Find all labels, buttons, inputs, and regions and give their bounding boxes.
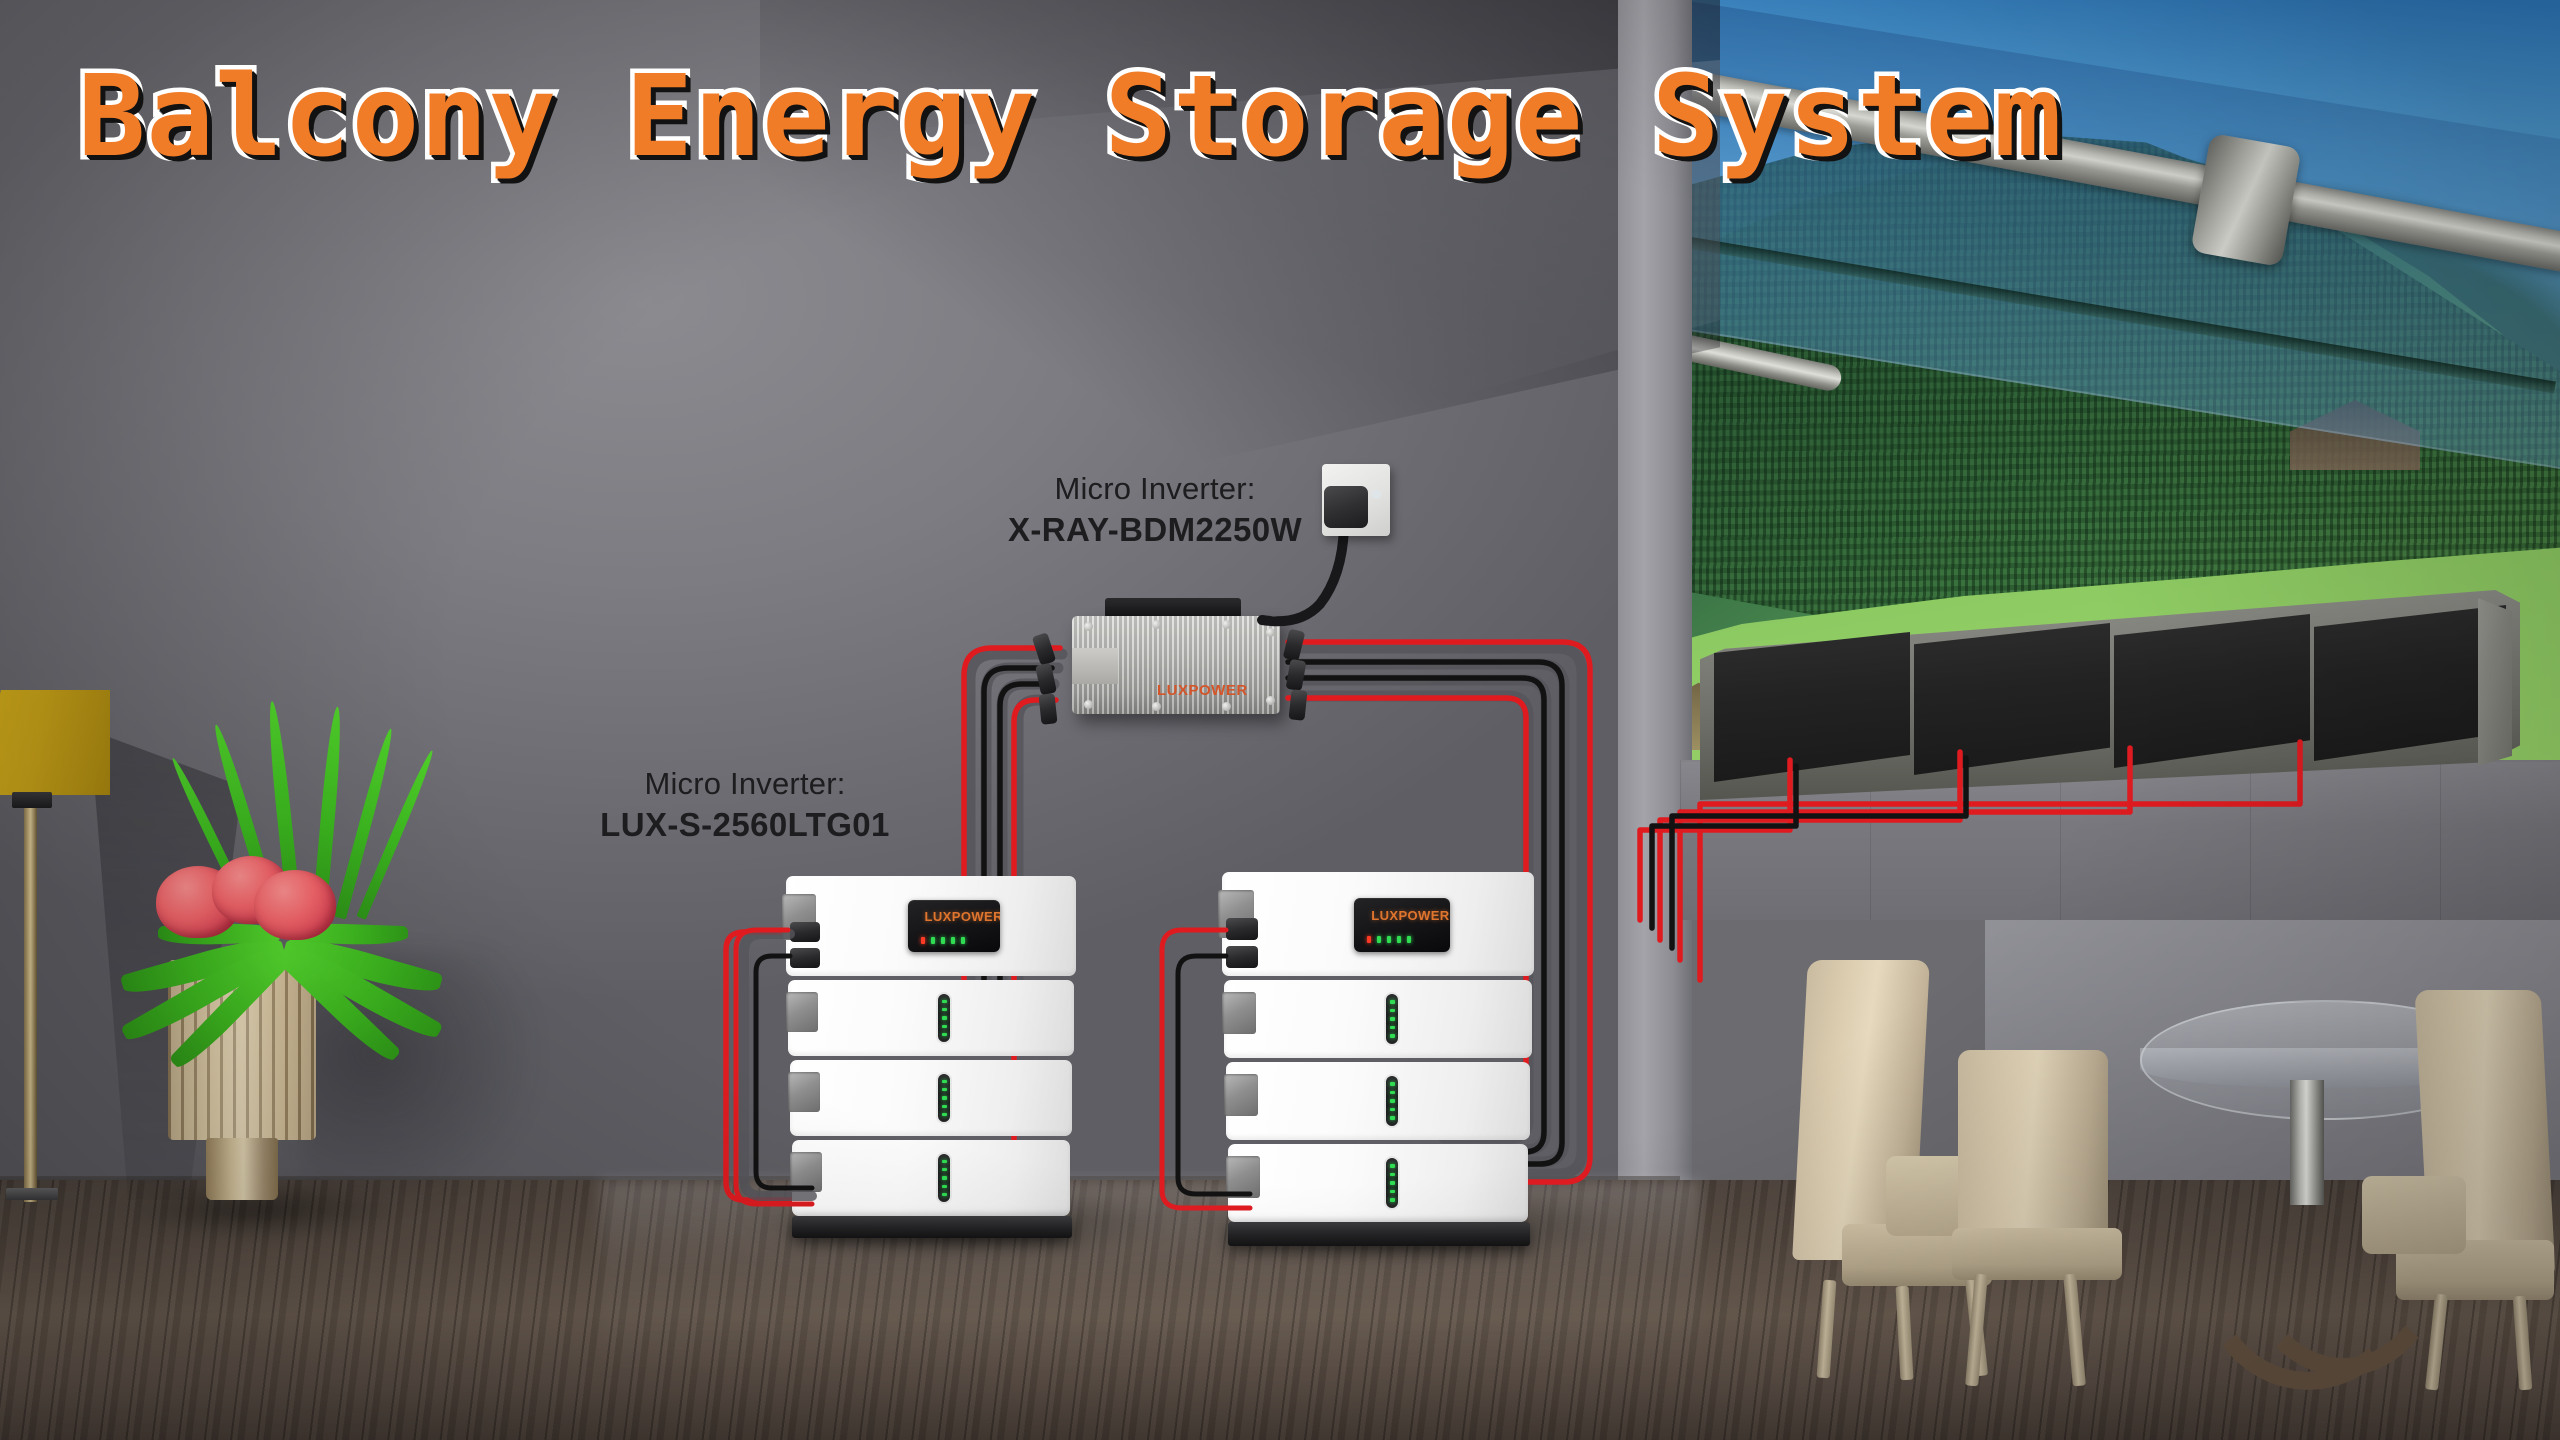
stack-left-battery-3[interactable] [790, 1140, 1070, 1216]
mc4-connector [1226, 918, 1258, 940]
callout-micro-inverter-top: Micro Inverter: X-RAY-BDM2250W [990, 470, 1320, 550]
display-led-row [1367, 936, 1412, 944]
callout-micro-inverter-left: Micro Inverter: LUX-S-2560LTG01 [575, 765, 915, 845]
chair-right[interactable] [2362, 990, 2560, 1391]
battery-led-strip [1384, 1074, 1400, 1128]
screw-icon [1222, 702, 1231, 711]
flower [254, 870, 336, 940]
screw-icon [1084, 700, 1093, 709]
battery-led-strip [1384, 992, 1400, 1046]
mc4-connector [1226, 946, 1258, 968]
led-green [940, 936, 945, 944]
led-green [950, 936, 955, 944]
screw-icon [1152, 702, 1161, 711]
lamp-shade [0, 690, 110, 795]
stack-right-base [1228, 1222, 1530, 1246]
stack-left-display: LUXPOWER [908, 900, 1000, 952]
solar-panel-array [1700, 590, 2520, 820]
battery-led-strip [936, 1152, 952, 1204]
display-logo: LUXPOWER [924, 909, 1000, 925]
micro-inverter-bracket [1105, 598, 1241, 618]
led-green [1387, 936, 1392, 944]
stack-right-battery-3[interactable] [1226, 1144, 1528, 1222]
lamp-cap [12, 792, 52, 808]
battery-led-strip [936, 992, 952, 1044]
stack-left-battery-1[interactable] [786, 980, 1074, 1056]
lamp-foot [6, 1188, 58, 1200]
led-green [960, 936, 965, 944]
screw-icon [1266, 628, 1275, 637]
micro-inverter-logo: LUXPOWER [1157, 682, 1248, 699]
stack-left-base [792, 1216, 1072, 1238]
led-red [920, 936, 925, 944]
callout-line-1: Micro Inverter: [1054, 471, 1256, 506]
socket-indicator [1372, 490, 1381, 499]
page-title: Balcony Energy Storage System [74, 48, 2066, 187]
socket-plug[interactable] [1324, 486, 1368, 528]
mc4-connector [1038, 693, 1058, 725]
mc4-connector [790, 948, 820, 968]
battery-stack-right[interactable]: LUXPOWER [1218, 872, 1542, 1246]
battery-stack-left[interactable]: LUXPOWER [782, 876, 1086, 1238]
led-green [1377, 936, 1382, 944]
mc4-connector [1288, 689, 1308, 721]
led-green [1397, 936, 1402, 944]
stack-right-battery-1[interactable] [1222, 980, 1532, 1058]
planter-neck [206, 1138, 278, 1200]
led-red [1367, 936, 1372, 944]
battery-led-strip [1384, 1156, 1400, 1210]
display-logo: LUXPOWER [1371, 907, 1450, 923]
lamp-pole [24, 806, 37, 1202]
solar-panel-4 [2314, 605, 2506, 761]
screw-icon [1266, 696, 1275, 705]
callout-line-2: X-RAY-BDM2250W [1007, 510, 1303, 548]
micro-inverter-plate [1072, 648, 1118, 684]
stack-right-inverter-module[interactable]: LUXPOWER [1218, 872, 1534, 976]
stack-left-battery-2[interactable] [788, 1060, 1072, 1136]
screw-icon [1222, 620, 1231, 629]
led-green [930, 936, 935, 944]
mc4-connector [790, 922, 820, 942]
led-green [1407, 936, 1412, 944]
callout-line-2: LUX-S-2560LTG01 [600, 805, 890, 843]
stack-right-battery-2[interactable] [1224, 1062, 1530, 1140]
battery-led-strip [936, 1072, 952, 1124]
stack-left-inverter-module[interactable]: LUXPOWER [782, 876, 1076, 976]
screw-icon [1084, 622, 1093, 631]
wall-pillar [1618, 0, 1692, 1190]
callout-line-1: Micro Inverter: [644, 766, 846, 801]
display-led-row [920, 936, 965, 944]
solar-frame-edge [2478, 598, 2512, 766]
table-post [2290, 1080, 2324, 1205]
stack-right-display: LUXPOWER [1354, 898, 1450, 952]
screw-icon [1152, 620, 1161, 629]
chair-front[interactable] [1952, 1050, 2152, 1390]
